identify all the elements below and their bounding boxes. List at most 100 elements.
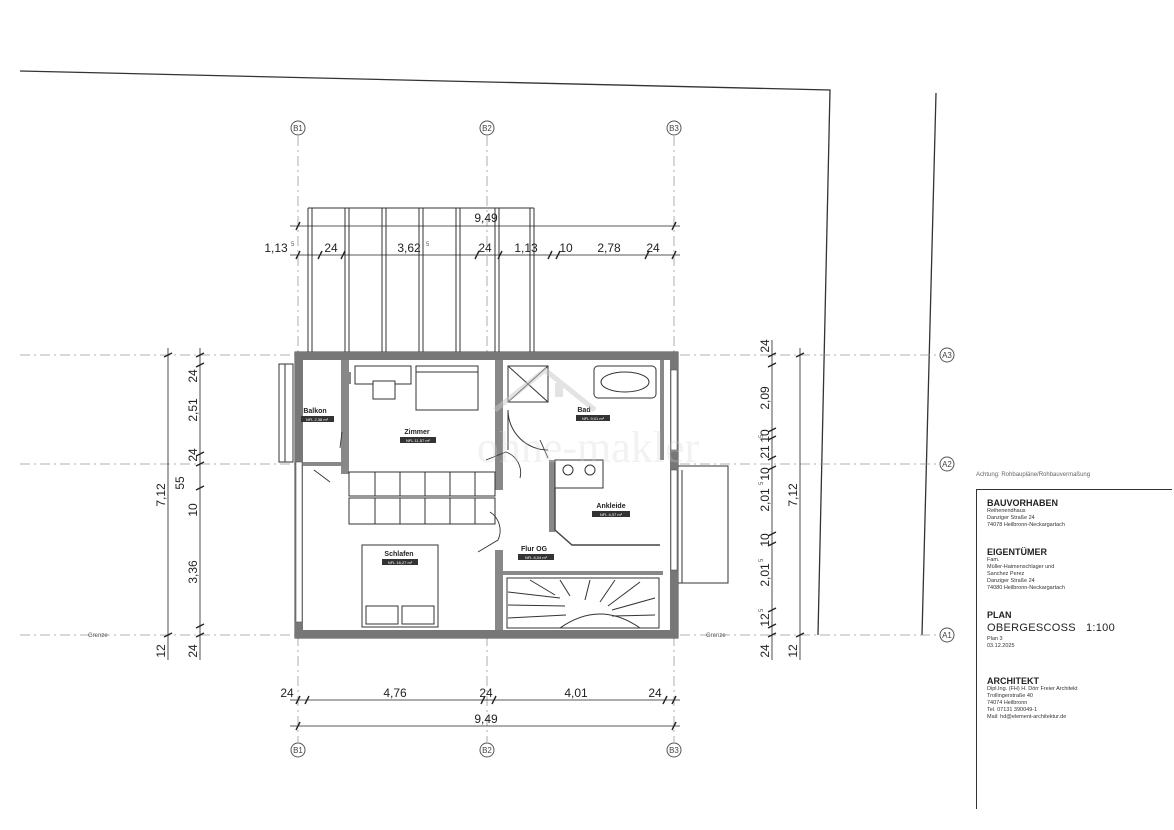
dimension-right bbox=[767, 340, 805, 660]
boundary-label-right: Grenze bbox=[706, 633, 726, 639]
svg-text:NFL 16,27 m²: NFL 16,27 m² bbox=[388, 560, 413, 565]
dim-right-sup-3: 5 bbox=[759, 558, 765, 562]
property-lines bbox=[19, 70, 937, 636]
svg-text:B1: B1 bbox=[293, 746, 303, 755]
ankleide-outline bbox=[554, 488, 660, 546]
dim-top-3: 3,62 bbox=[397, 241, 421, 255]
dim-right-9: 12 bbox=[758, 613, 772, 627]
bauvorhaben-heading: BAUVORHABEN bbox=[987, 498, 1059, 508]
svg-text:Flur OG: Flur OG bbox=[521, 546, 548, 553]
roof-element-right bbox=[678, 465, 729, 584]
dim-left-3: 24 bbox=[186, 448, 200, 462]
svg-text:ohne-makler: ohne-makler bbox=[477, 423, 700, 472]
architekt-line: Tel. 07131 390049-1 bbox=[987, 707, 1038, 713]
svg-text:NFL 6,04 m²: NFL 6,04 m² bbox=[525, 555, 548, 560]
svg-text:NFL 11,57 m²: NFL 11,57 m² bbox=[406, 438, 431, 443]
dim-left-outer: 12 bbox=[154, 644, 168, 658]
plan-line: Plan 3 bbox=[987, 636, 1003, 642]
eigentuemer-line: 74080 Heilbronn-Neckargartach bbox=[987, 585, 1065, 591]
architekt-heading: ARCHITEKT bbox=[987, 676, 1039, 686]
bauvorhaben-line: Danziger Straße 24 bbox=[987, 515, 1035, 521]
plan-name: OBERGESCOSS bbox=[987, 622, 1076, 634]
section-eigentuemer: EIGENTÜMER Fam. Müller-Haimenschlager un… bbox=[987, 547, 1172, 592]
room-bad: Bad NFL 9,01 m² bbox=[576, 407, 610, 421]
boundary-label-left: Grenze bbox=[88, 633, 108, 639]
dim-left-6: 24 bbox=[186, 644, 200, 658]
interior-walls bbox=[303, 360, 664, 630]
dim-top-sup-2: 5 bbox=[426, 242, 430, 248]
room-balkon: Balkon NFL 2,38 m² bbox=[301, 408, 334, 422]
architekt-line: Trollingerstraße 40 bbox=[987, 693, 1033, 699]
dim-left-overall2: 55 bbox=[173, 476, 187, 490]
dim-right-sup-2: 5 bbox=[759, 481, 765, 485]
svg-text:Zimmer: Zimmer bbox=[404, 429, 430, 436]
dim-left-5: 3,36 bbox=[186, 560, 200, 584]
plan-scale: 1:100 bbox=[1085, 622, 1115, 634]
axis-marker-top-b3: B3 bbox=[666, 120, 682, 136]
eigentuemer-line: Fam. bbox=[987, 557, 1000, 563]
svg-text:B2: B2 bbox=[482, 124, 492, 133]
eigentuemer-line: Danziger Straße 24 bbox=[987, 578, 1035, 584]
watermark-logo: ohne-makler bbox=[477, 366, 700, 472]
dim-left-4: 10 bbox=[186, 503, 200, 517]
dim-bottom-2: 4,76 bbox=[383, 686, 407, 700]
plan-line: 03.12.2025 bbox=[987, 643, 1015, 649]
dim-right-outer: 12 bbox=[786, 644, 800, 658]
architekt-line: Dipl.Ing. (FH) H. Dörr Freier Architekt bbox=[987, 686, 1078, 692]
pergola-beams bbox=[307, 207, 535, 352]
dim-bottom-5: 24 bbox=[648, 686, 662, 700]
axis-marker-right-a1: A1 bbox=[939, 627, 955, 643]
balcony-structure bbox=[278, 363, 294, 463]
dim-left-overall: 7,12 bbox=[154, 483, 168, 507]
zimmer-furniture bbox=[354, 365, 479, 411]
svg-text:A2: A2 bbox=[942, 460, 952, 469]
eigentuemer-line: Sanchez Perez bbox=[987, 571, 1025, 577]
svg-text:NFL 2,38 m²: NFL 2,38 m² bbox=[306, 417, 329, 422]
svg-text:NFL 9,01 m²: NFL 9,01 m² bbox=[582, 416, 605, 421]
dim-right-overall: 7,12 bbox=[786, 483, 800, 507]
eigentuemer-line: Müller-Haimenschlager und bbox=[987, 564, 1055, 570]
sink-unit bbox=[554, 459, 604, 489]
svg-text:Bad: Bad bbox=[577, 407, 590, 414]
dimension-top bbox=[290, 221, 680, 260]
dim-top-1: 1,13 bbox=[264, 241, 288, 255]
room-ankleide: Ankleide NFL 4,37 m² bbox=[592, 503, 630, 517]
dim-bottom-3: 24 bbox=[479, 686, 493, 700]
axis-marker-top-b2: B2 bbox=[479, 120, 495, 136]
svg-text:Schlafen: Schlafen bbox=[384, 551, 413, 558]
axis-marker-right-a3: A3 bbox=[939, 347, 955, 363]
dim-right-3: 10 bbox=[758, 429, 772, 443]
doors bbox=[313, 431, 549, 553]
dim-bottom-1: 24 bbox=[280, 686, 294, 700]
bed-schlafen bbox=[361, 544, 439, 628]
dim-top-2: 24 bbox=[324, 241, 338, 255]
dim-right-6: 2,01 bbox=[758, 488, 772, 512]
bauvorhaben-line: 74078 Heilbronn-Neckargartach bbox=[987, 522, 1065, 528]
dim-bottom-overall: 9,49 bbox=[474, 712, 498, 726]
axis-marker-right-a2: A2 bbox=[939, 456, 955, 472]
dimension-bottom bbox=[290, 695, 680, 731]
plan-title: OBERGESCOSS 1:100 bbox=[987, 622, 1172, 634]
dim-top-6: 10 bbox=[559, 241, 573, 255]
architekt-line: 74074 Heilbronn bbox=[987, 700, 1028, 706]
svg-text:A3: A3 bbox=[942, 351, 952, 360]
room-zimmer: Zimmer NFL 11,57 m² bbox=[400, 429, 436, 443]
section-bauvorhaben: BAUVORHABEN Reihenendhaus Danziger Straß… bbox=[987, 498, 1172, 529]
title-block: BAUVORHABEN Reihenendhaus Danziger Straß… bbox=[976, 489, 1172, 809]
dim-right-8: 2,01 bbox=[758, 563, 772, 587]
dim-left-1: 24 bbox=[186, 369, 200, 383]
dim-right-2: 2,09 bbox=[758, 386, 772, 410]
construction-note: Achtung: Rohbaupläne/Rohbauvermaßung bbox=[976, 472, 1091, 478]
axis-marker-bottom-b1: B1 bbox=[290, 742, 306, 758]
dim-right-10: 24 bbox=[758, 644, 772, 658]
dim-top-overall: 9,49 bbox=[474, 211, 498, 225]
dim-left-2: 2,51 bbox=[186, 398, 200, 422]
plan-heading: PLAN bbox=[987, 610, 1012, 620]
svg-text:Balkon: Balkon bbox=[303, 408, 326, 415]
section-architekt: ARCHITEKT Dipl.Ing. (FH) H. Dörr Freier … bbox=[987, 676, 1172, 721]
dim-bottom-4: 4,01 bbox=[564, 686, 588, 700]
svg-text:B2: B2 bbox=[482, 746, 492, 755]
room-flur-og: Flur OG NFL 6,04 m² bbox=[518, 546, 554, 560]
axis-markers: B1 B2 B3 B1 B2 B3 A3 A2 A1 bbox=[290, 120, 955, 758]
